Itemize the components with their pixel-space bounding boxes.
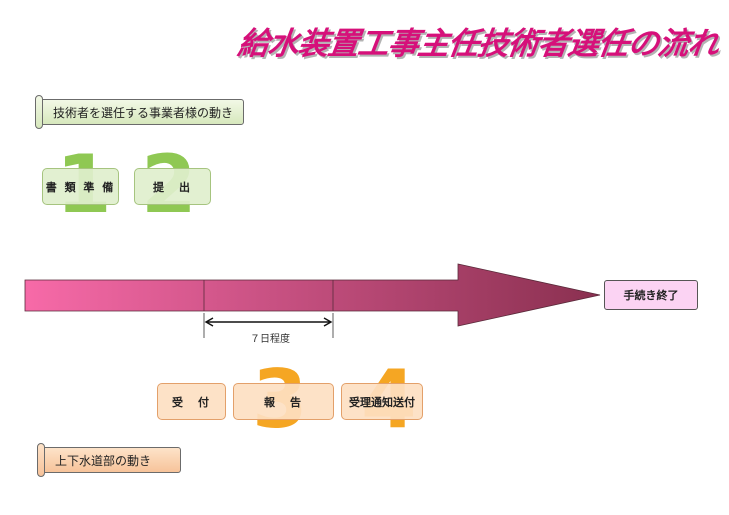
- end-box: 手続き終了: [604, 280, 698, 310]
- waterworks-lane-label: 上下水道部の動き: [37, 443, 181, 477]
- step-reception: 受 付: [157, 383, 226, 420]
- step-acceptance-notice: 受理通知送付: [341, 383, 423, 420]
- duration-arrowhead-right: [323, 317, 333, 327]
- timeline-arrow: [24, 263, 601, 327]
- applicant-lane-label: 技術者を選任する事業者様の動き: [35, 95, 244, 129]
- step-document-preparation: 書 類 準 備: [42, 168, 119, 205]
- duration-label: ７日程度: [250, 334, 290, 345]
- step-submission: 提 出: [134, 168, 211, 205]
- duration-arrowhead-left: [204, 317, 214, 327]
- step-report: 報 告: [233, 383, 334, 420]
